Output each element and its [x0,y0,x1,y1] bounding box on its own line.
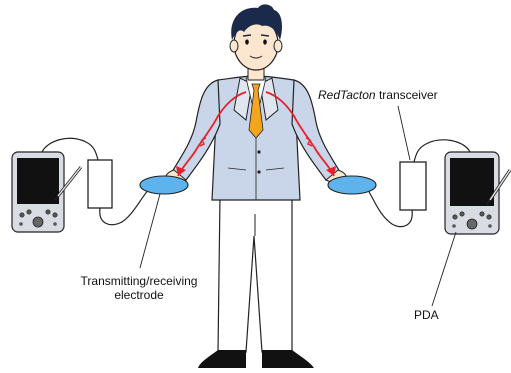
left-pda-icon [12,152,64,232]
electrode-label-line1: Transmitting/receiving [72,274,206,288]
left-transceiver-box [88,160,112,208]
electrode-label-line2: electrode [72,288,206,302]
transceiver-word-label: transceiver [379,88,438,102]
pda-leader-line [432,232,456,306]
pda-label: PDA [414,308,439,322]
electrode-leader-line [140,194,160,268]
electrode-label: Transmitting/receiving electrode [72,274,206,302]
transceiver-brand-label: RedTacton [318,88,376,102]
right-transceiver-box [400,162,426,210]
transceiver-leader-line [398,106,410,160]
person-figure [165,4,346,368]
right-pda-icon [445,152,499,234]
right-electrode-pad [328,176,376,194]
transceiver-label: RedTacton transceiver [318,88,438,102]
left-electrode-pad [140,176,188,194]
